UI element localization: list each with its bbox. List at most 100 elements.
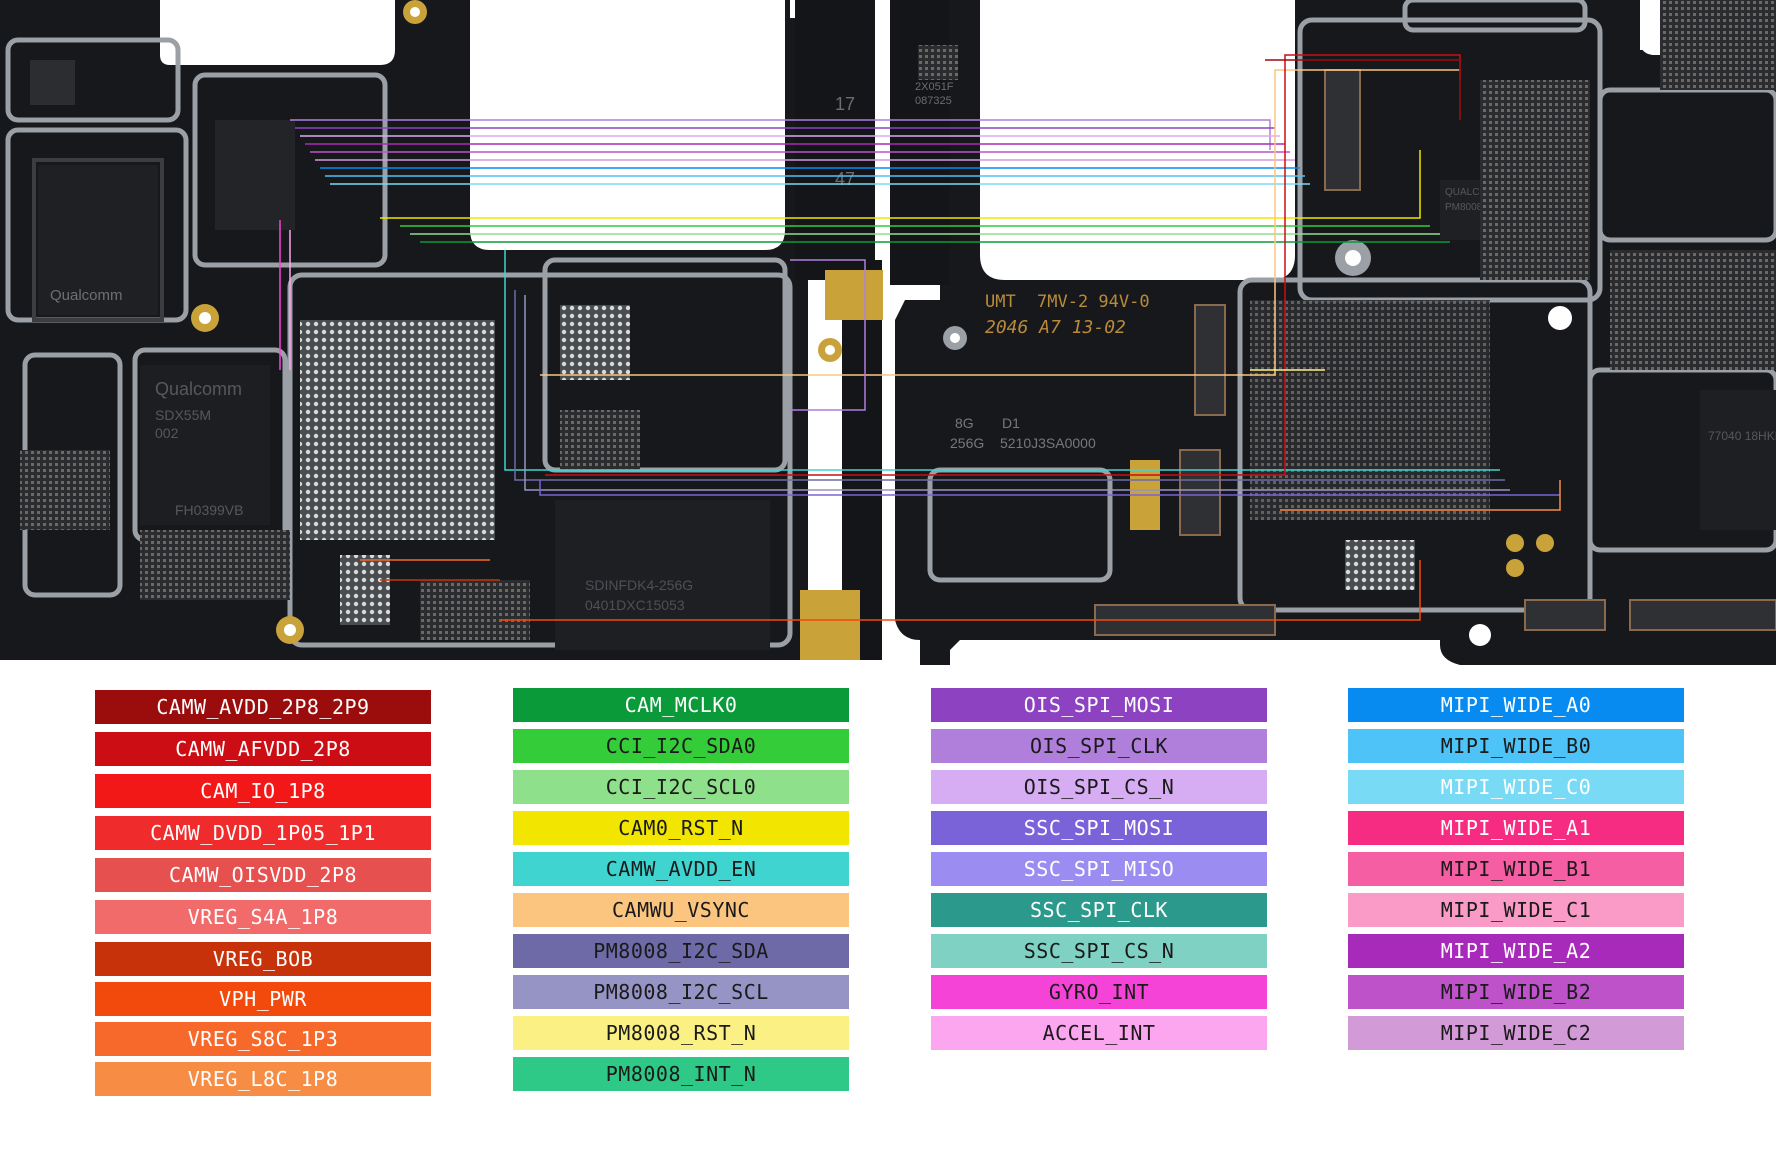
bga-soc-footprint xyxy=(300,320,495,540)
legend-label: OIS_SPI_MOSI xyxy=(1023,693,1175,717)
chip-brand-left: Qualcomm xyxy=(50,287,123,304)
legend-label: SSC_SPI_CS_N xyxy=(1023,939,1175,963)
legend-label: MIPI_WIDE_C1 xyxy=(1440,898,1592,922)
legend-item: CAMWU_VSYNC xyxy=(513,893,849,927)
qr-text-1: 2X051F xyxy=(915,81,954,93)
legend-label: PM8008_I2C_SDA xyxy=(593,939,769,963)
legend-label: PM8008_RST_N xyxy=(605,1021,757,1045)
legend-label: MIPI_WIDE_B0 xyxy=(1440,734,1592,758)
legend-label: VREG_L8C_1P8 xyxy=(187,1067,339,1091)
chip-brand-modem: Qualcomm xyxy=(155,379,242,399)
right-board: UMT 7MV-2 94V-0 2046 A7 13-02 8G D1 256G… xyxy=(890,0,1776,665)
modem-chip-sub: 002 xyxy=(155,425,179,441)
legend-label: VREG_S4A_1P8 xyxy=(187,905,339,929)
legend-item: OIS_SPI_CLK xyxy=(931,729,1267,763)
legend-item: PM8008_INT_N xyxy=(513,1057,849,1091)
legend-item: SSC_SPI_MOSI xyxy=(931,811,1267,845)
legend-item: CAM_IO_1P8 xyxy=(95,774,431,808)
legend-item: PM8008_RST_N xyxy=(513,1016,849,1050)
legend-item: OIS_SPI_CS_N xyxy=(931,770,1267,804)
legend-item: MIPI_WIDE_B1 xyxy=(1348,852,1684,886)
pcb-date-label: 2046 A7 13-02 xyxy=(985,317,1126,338)
legend-label: SSC_SPI_CLK xyxy=(1030,898,1168,922)
legend-label: SSC_SPI_MOSI xyxy=(1023,816,1175,840)
legend-label: VPH_PWR xyxy=(219,987,307,1011)
legend-label: MIPI_WIDE_C2 xyxy=(1440,1021,1592,1045)
right-chip-code: PM8008 xyxy=(1445,202,1483,213)
board-rev-label: D1 xyxy=(1002,415,1020,431)
legend-item: MIPI_WIDE_C0 xyxy=(1348,770,1684,804)
legend-label: CCI_I2C_SDA0 xyxy=(605,734,757,758)
legend-item: SSC_SPI_MISO xyxy=(931,852,1267,886)
legend-item: GYRO_INT xyxy=(931,975,1267,1009)
legend-label: CAMW_DVDD_1P05_1P1 xyxy=(150,821,376,845)
legend-label: MIPI_WIDE_A2 xyxy=(1440,939,1592,963)
qr-text-2: 087325 xyxy=(915,95,952,107)
legend-label: CAMWU_VSYNC xyxy=(612,898,750,922)
pcb-maker-label: UMT xyxy=(985,292,1016,312)
pcb-rating-label: 7MV-2 94V-0 xyxy=(1037,292,1150,312)
legend-item: CAMW_DVDD_1P05_1P1 xyxy=(95,816,431,850)
legend-item: VREG_L8C_1P8 xyxy=(95,1062,431,1096)
legend-label: CAMW_AVDD_2P8_2P9 xyxy=(156,695,370,719)
legend-item: CAMW_AVDD_EN xyxy=(513,852,849,886)
legend-item: MIPI_WIDE_B0 xyxy=(1348,729,1684,763)
legend-label: CAMW_AFVDD_2P8 xyxy=(175,737,351,761)
legend-label: SSC_SPI_MISO xyxy=(1023,857,1175,881)
legend-label: VREG_S8C_1P3 xyxy=(187,1027,339,1051)
ram-size-label: 8G xyxy=(955,415,974,431)
legend-label: ACCEL_INT xyxy=(1042,1021,1156,1045)
legend-label: MIPI_WIDE_B1 xyxy=(1440,857,1592,881)
legend-item: PM8008_I2C_SCL xyxy=(513,975,849,1009)
legend-item: ACCEL_INT xyxy=(931,1016,1267,1050)
legend-item: CCI_I2C_SDA0 xyxy=(513,729,849,763)
legend-label: CAM_IO_1P8 xyxy=(200,779,326,803)
legend-label: CAM_MCLK0 xyxy=(624,693,738,717)
legend-item: MIPI_WIDE_A1 xyxy=(1348,811,1684,845)
legend-item: VPH_PWR xyxy=(95,982,431,1016)
legend-item: MIPI_WIDE_A0 xyxy=(1348,688,1684,722)
legend-item: OIS_SPI_MOSI xyxy=(931,688,1267,722)
legend-item: MIPI_WIDE_B2 xyxy=(1348,975,1684,1009)
legend-item: CAMW_OISVDD_2P8 xyxy=(95,858,431,892)
legend-label: CCI_I2C_SCL0 xyxy=(605,775,757,799)
legend-item: CAM0_RST_N xyxy=(513,811,849,845)
legend-label: MIPI_WIDE_B2 xyxy=(1440,980,1592,1004)
right-ic-code: 77040 18HKR xyxy=(1708,429,1776,443)
memory-chip-code: 0401DXC15053 xyxy=(585,597,685,613)
flex-label-2: 47 xyxy=(835,169,855,189)
pcb-board-photo: Qualcomm Qualcomm SDX55M 002 FH0399VB SD… xyxy=(0,0,1776,665)
legend-item: SSC_SPI_CLK xyxy=(931,893,1267,927)
legend-item: VREG_BOB xyxy=(95,942,431,976)
legend-item: SSC_SPI_CS_N xyxy=(931,934,1267,968)
legend-label: MIPI_WIDE_A0 xyxy=(1440,693,1592,717)
modem-chip-label: SDX55M xyxy=(155,407,211,423)
legend-item: MIPI_WIDE_C2 xyxy=(1348,1016,1684,1050)
legend-item: PM8008_I2C_SDA xyxy=(513,934,849,968)
legend-item: MIPI_WIDE_A2 xyxy=(1348,934,1684,968)
legend-label: CAMW_AVDD_EN xyxy=(605,857,757,881)
board-code-label: 5210J3SA0000 xyxy=(1000,435,1096,451)
legend-label: OIS_SPI_CLK xyxy=(1030,734,1168,758)
legend-label: CAM0_RST_N xyxy=(618,816,744,840)
legend-item: CAMW_AVDD_2P8_2P9 xyxy=(95,690,431,724)
legend-item: CAM_MCLK0 xyxy=(513,688,849,722)
modem-chip-code: FH0399VB xyxy=(175,502,243,518)
legend-label: MIPI_WIDE_A1 xyxy=(1440,816,1592,840)
legend-item: CAMW_AFVDD_2P8 xyxy=(95,732,431,766)
legend-label: MIPI_WIDE_C0 xyxy=(1440,775,1592,799)
legend-item: CCI_I2C_SCL0 xyxy=(513,770,849,804)
legend-item: MIPI_WIDE_C1 xyxy=(1348,893,1684,927)
legend-item: VREG_S8C_1P3 xyxy=(95,1022,431,1056)
legend-label: VREG_BOB xyxy=(212,947,314,971)
legend-label: PM8008_INT_N xyxy=(605,1062,757,1086)
storage-size-label: 256G xyxy=(950,435,984,451)
legend-label: PM8008_I2C_SCL xyxy=(593,980,769,1004)
memory-chip-label: SDINFDK4-256G xyxy=(585,577,693,593)
left-board: Qualcomm Qualcomm SDX55M 002 FH0399VB SD… xyxy=(0,0,888,660)
legend-label: OIS_SPI_CS_N xyxy=(1023,775,1175,799)
signal-traces xyxy=(279,54,1561,621)
legend-label: CAMW_OISVDD_2P8 xyxy=(168,863,358,887)
legend-item: VREG_S4A_1P8 xyxy=(95,900,431,934)
flex-label-1: 17 xyxy=(835,94,855,114)
